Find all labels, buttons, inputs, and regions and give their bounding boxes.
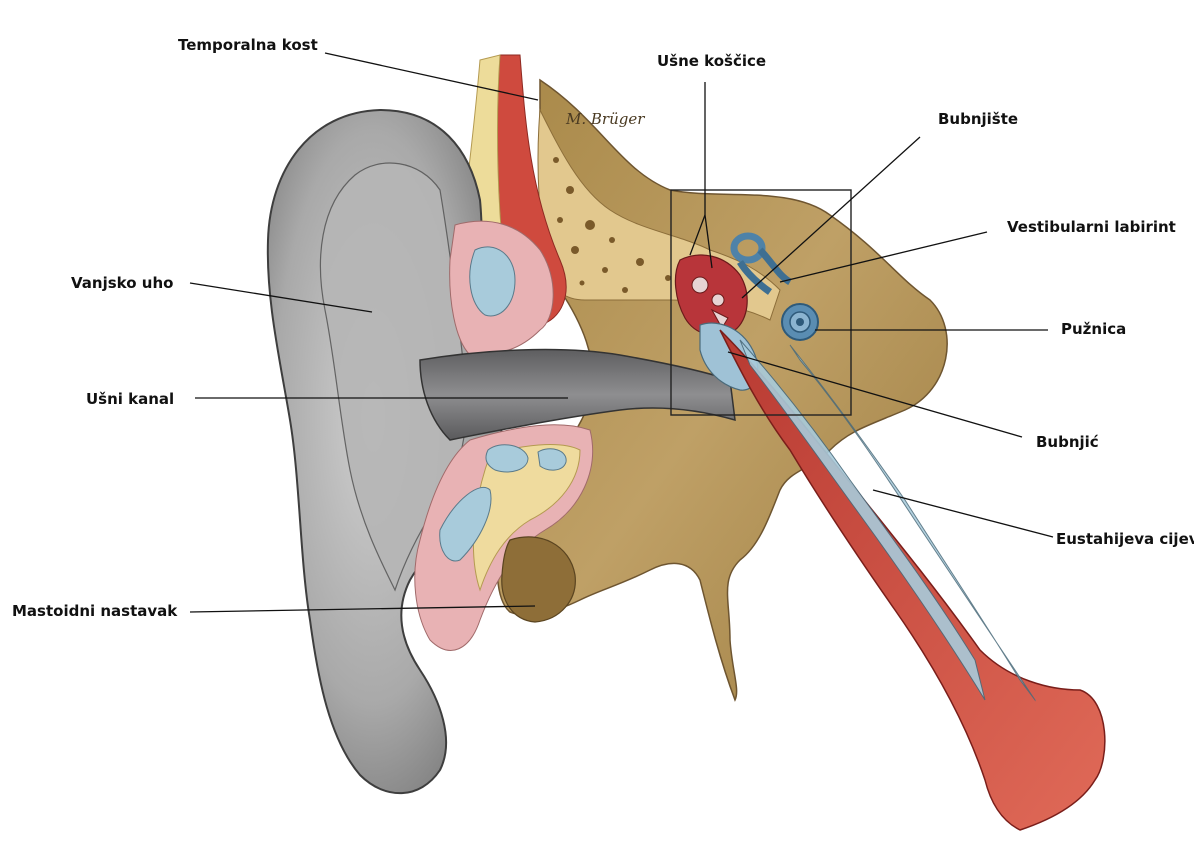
- artist-signature: M. Brüger: [565, 110, 645, 128]
- label-ear-canal: Ušni kanal: [86, 390, 174, 408]
- lower-fluid-pocket-b: [538, 449, 566, 470]
- label-vestibular-labyrinth: Vestibularni labirint: [1007, 218, 1176, 236]
- upper-fluid-pocket: [470, 247, 515, 316]
- label-eustachian-tube: Eustahijeva cijev: [1056, 530, 1194, 548]
- label-outer-ear: Vanjsko uho: [71, 274, 173, 292]
- label-temporal-bone: Temporalna kost: [178, 36, 318, 54]
- cochlea: [782, 304, 818, 340]
- label-cochlea: Pužnica: [1061, 320, 1126, 338]
- label-mastoid-process: Mastoidni nastavak: [12, 602, 177, 620]
- label-eardrum: Bubnjić: [1036, 433, 1099, 451]
- label-tympanic-cavity: Bubnjište: [938, 110, 1018, 128]
- leader-eustachian-tube: [873, 490, 1053, 537]
- label-ossicles: Ušne koščice: [657, 52, 766, 70]
